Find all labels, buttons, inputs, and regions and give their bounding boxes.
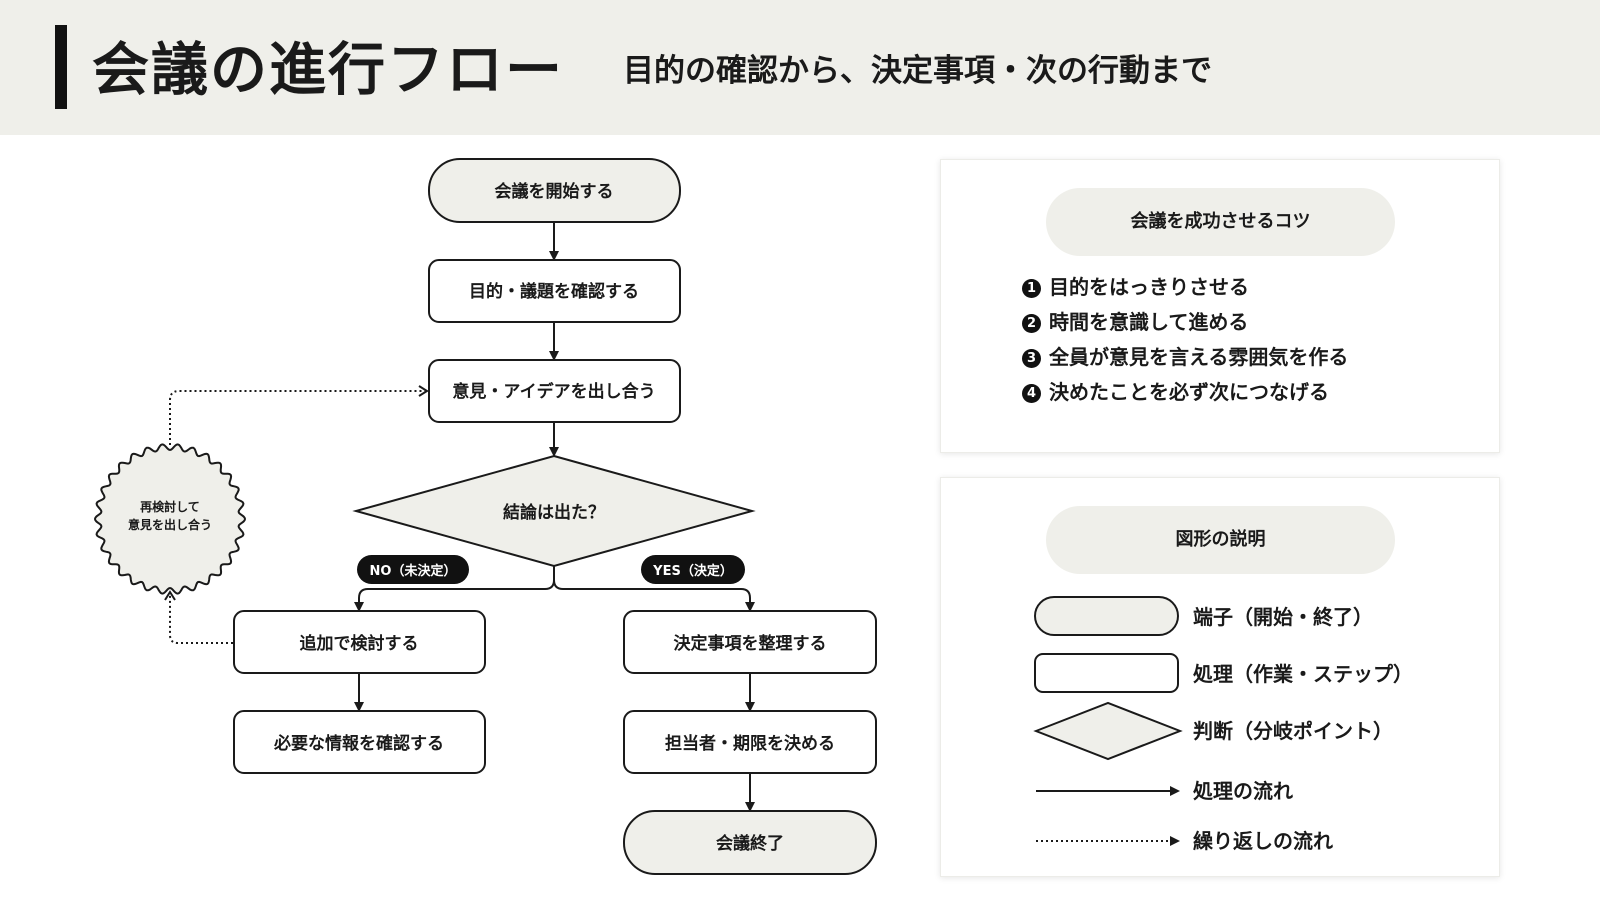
no-step1-process: [233, 610, 486, 674]
yes-step1-process: [623, 610, 877, 674]
yes-step1-label: 決定事項を整理する: [674, 633, 827, 654]
loop-arrow-to-ideas: [169, 385, 429, 445]
legend-process-shape: [1034, 653, 1179, 693]
legend-decision-label: 判断（分岐ポイント）: [1193, 719, 1393, 743]
ideas-label: 意見・アイデアを出し合う: [452, 381, 655, 402]
yes-step2-label: 担当者・期限を決める: [665, 733, 835, 754]
legend-heading: 図形の説明: [1046, 506, 1395, 574]
tip-number-badge: 3: [1022, 349, 1041, 368]
end-terminal: [623, 810, 877, 875]
page-title: 会議の進行フロー: [92, 37, 564, 103]
start-label: 会議を開始する: [495, 181, 614, 202]
legend-process-label: 処理（作業・ステップ）: [1193, 662, 1413, 686]
header: 会議の進行フロー 目的の確認から、決定事項・次の行動まで: [0, 0, 1600, 135]
no-badge: [357, 555, 469, 584]
tip-item: 3 全員が意見を言える雰囲気を作る: [1022, 340, 1442, 375]
tip-number-badge: 2: [1022, 314, 1041, 333]
tip-number-badge: 4: [1022, 384, 1041, 403]
loop-arrow-to-burst: [164, 590, 233, 644]
decision-diamond: [352, 454, 756, 568]
no-step2-process: [233, 710, 486, 774]
page-subtitle: 目的の確認から、決定事項・次の行動まで: [623, 53, 1212, 89]
end-label: 会議終了: [716, 833, 784, 854]
legend-loop-label: 繰り返しの流れ: [1193, 829, 1333, 853]
tip-item: 2 時間を意識して進める: [1022, 305, 1442, 340]
ideas-process: [428, 359, 681, 423]
tip-text: 目的をはっきりさせる: [1049, 275, 1249, 299]
yes-step2-process: [623, 710, 877, 774]
purpose-process: [428, 259, 681, 323]
loop-label-line1: 再検討して: [140, 499, 200, 514]
tips-list: 1 目的をはっきりさせる 2 時間を意識して進める 3 全員が意見を言える雰囲気を作る…: [1022, 270, 1442, 410]
tip-item: 4 決めたことを必ず次につなげる: [1022, 375, 1442, 410]
legend-decision-shape: [1033, 701, 1183, 761]
tip-item: 1 目的をはっきりさせる: [1022, 270, 1442, 305]
legend-flow-label: 処理の流れ: [1193, 779, 1293, 803]
purpose-label: 目的・議題を確認する: [469, 281, 639, 302]
loop-burst-shape: [93, 443, 247, 595]
loop-label-line2: 意見を出し合う: [128, 517, 212, 532]
start-terminal: [428, 158, 681, 223]
yes-badge-label: YES（決定）: [652, 563, 733, 579]
no-step1-label: 追加で検討する: [300, 633, 419, 654]
arrow-decision-yes-branch: [553, 566, 755, 612]
no-badge-label: NO（未決定）: [370, 563, 457, 579]
legend-terminal-shape: [1034, 596, 1179, 636]
tip-text: 決めたことを必ず次につなげる: [1049, 380, 1329, 404]
yes-badge: [641, 555, 745, 584]
tip-text: 全員が意見を言える雰囲気を作る: [1049, 345, 1349, 369]
title-accent-bar: [55, 25, 67, 109]
legend-shapes: [1033, 596, 1183, 846]
legend-terminal-label: 端子（開始・終了）: [1193, 605, 1373, 629]
tips-heading: 会議を成功させるコツ: [1046, 188, 1395, 256]
no-step2-label: 必要な情報を確認する: [273, 733, 444, 754]
tip-number-badge: 1: [1022, 279, 1041, 298]
decision-label: 結論は出た？: [503, 502, 605, 523]
tip-text: 時間を意識して進める: [1049, 310, 1249, 334]
